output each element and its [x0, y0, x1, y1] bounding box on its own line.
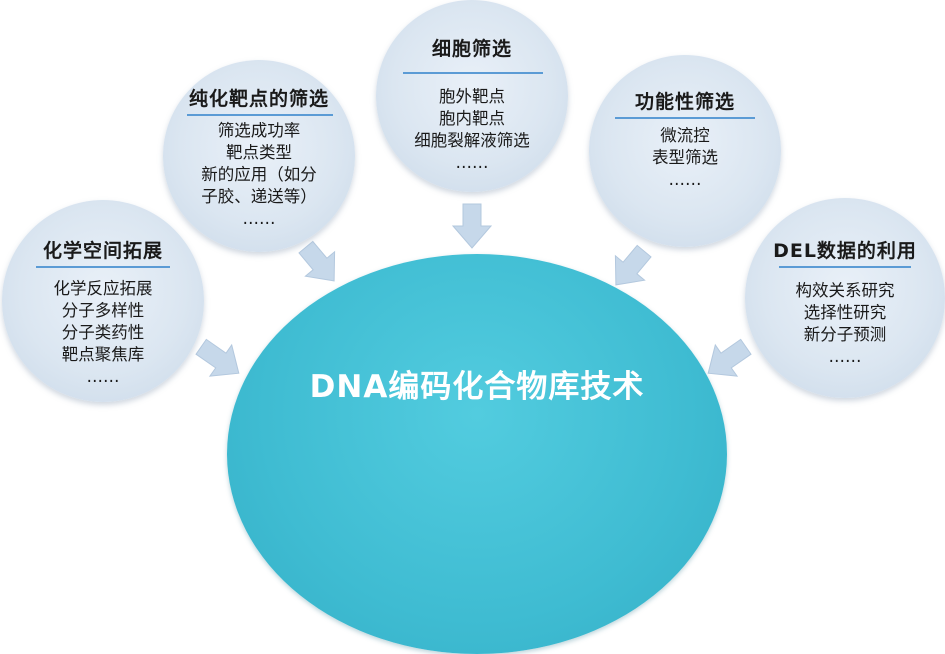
core-circle	[227, 254, 727, 654]
bubble-items: 微流控 表型筛选 ……	[589, 125, 781, 191]
arrow-cell	[451, 203, 493, 249]
list-item: 胞外靶点	[439, 87, 505, 106]
bubble-title: 纯化靶点的筛选	[188, 88, 329, 110]
list-item: 靶点聚焦库	[61, 345, 145, 364]
list-item: 新的应用（如分	[201, 165, 317, 184]
arrow-chemistry	[195, 338, 240, 377]
list-item: ……	[86, 367, 120, 386]
list-item: 筛选成功率	[217, 121, 301, 140]
list-item: 子胶、递送等）	[201, 187, 317, 206]
bubble-title: 细胞筛选	[431, 38, 512, 60]
title-rule	[187, 114, 333, 116]
arrows-layer	[195, 203, 752, 377]
arrow-target	[298, 240, 336, 282]
bubble-items: 化学反应拓展 分子多样性 分子类药性 靶点聚焦库 ……	[2, 278, 204, 388]
list-item: 分子类药性	[61, 323, 145, 342]
bubble-items: 胞外靶点 胞内靶点 细胞裂解液筛选 ……	[376, 86, 568, 174]
list-item: 构效关系研究	[795, 281, 895, 300]
title-rule	[615, 117, 755, 119]
bubble-functional-screening: 功能性筛选 微流控 表型筛选 ……	[589, 55, 781, 247]
bubble-title: 功能性筛选	[634, 91, 735, 113]
title-rule	[779, 266, 911, 268]
core-label: DNA编码化合物库技术	[309, 369, 645, 405]
list-item: 表型筛选	[652, 148, 718, 167]
bubble-title: DEL数据的利用	[773, 240, 917, 262]
list-item: ……	[242, 209, 276, 228]
list-item: 靶点类型	[226, 143, 292, 162]
bubble-title: 化学空间拓展	[42, 240, 163, 262]
list-item: 分子多样性	[61, 301, 145, 320]
arrow-functional	[614, 244, 652, 286]
list-item: 胞内靶点	[439, 109, 505, 128]
list-item: 新分子预测	[803, 325, 887, 344]
bubble-cell-screening: 细胞筛选 胞外靶点 胞内靶点 细胞裂解液筛选 ……	[376, 0, 568, 192]
arrow-del	[707, 338, 752, 377]
list-item: 选择性研究	[803, 303, 887, 322]
bubble-chemistry-space: 化学空间拓展 化学反应拓展 分子多样性 分子类药性 靶点聚焦库 ……	[2, 200, 204, 402]
bubble-items: 筛选成功率 靶点类型 新的应用（如分 子胶、递送等） ……	[163, 120, 355, 230]
list-item: ……	[668, 170, 702, 189]
bubble-del-data: DEL数据的利用 构效关系研究 选择性研究 新分子预测 ……	[745, 198, 945, 398]
list-item: ……	[828, 347, 862, 366]
list-item: 微流控	[660, 126, 710, 145]
bubble-target-screening: 纯化靶点的筛选 筛选成功率 靶点类型 新的应用（如分 子胶、递送等） ……	[163, 60, 355, 252]
title-rule	[36, 266, 170, 268]
list-item: ……	[455, 153, 489, 172]
list-item: 化学反应拓展	[53, 279, 153, 298]
title-rule	[403, 72, 543, 74]
bubble-items: 构效关系研究 选择性研究 新分子预测 ……	[745, 280, 945, 368]
list-item: 细胞裂解液筛选	[414, 131, 530, 150]
